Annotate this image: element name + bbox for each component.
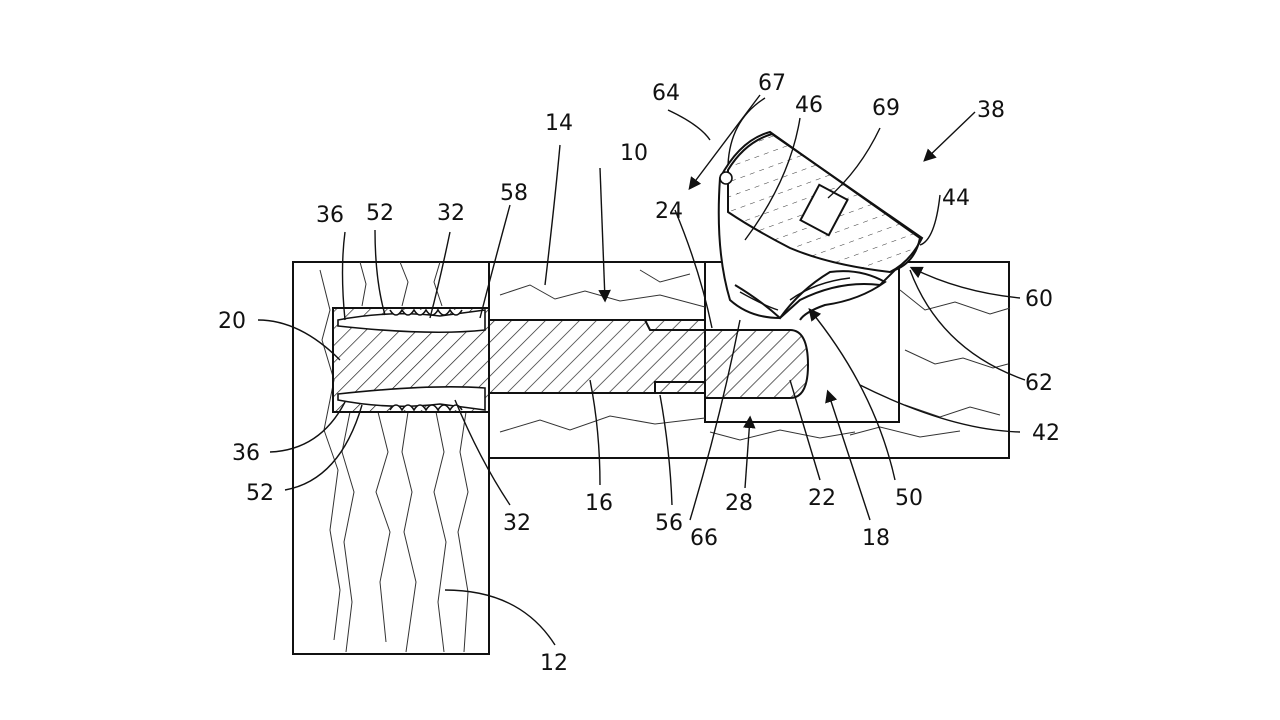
reference-labels: 10 12 14 16 18 20 22 24 28 32 32 36 36 3… bbox=[218, 71, 1060, 676]
label-14: 14 bbox=[545, 111, 573, 136]
label-60: 60 bbox=[1025, 287, 1053, 312]
spring-inner bbox=[739, 277, 851, 311]
label-12: 12 bbox=[540, 651, 568, 676]
label-36a: 36 bbox=[316, 203, 344, 228]
label-64: 64 bbox=[652, 81, 680, 106]
label-22: 22 bbox=[808, 486, 836, 511]
notch-56 bbox=[654, 381, 705, 393]
label-10: 10 bbox=[620, 141, 648, 166]
barbs bbox=[337, 308, 486, 412]
label-46: 46 bbox=[795, 93, 823, 118]
leader-lines bbox=[257, 94, 1026, 646]
label-52a: 52 bbox=[366, 201, 394, 226]
label-36b: 36 bbox=[232, 441, 260, 466]
label-18: 18 bbox=[862, 526, 890, 551]
notch-58 bbox=[644, 319, 705, 331]
label-32a: 32 bbox=[437, 201, 465, 226]
label-44: 44 bbox=[942, 186, 970, 211]
label-56: 56 bbox=[655, 511, 683, 536]
label-50: 50 bbox=[895, 486, 923, 511]
label-24: 24 bbox=[655, 199, 683, 224]
label-66: 66 bbox=[690, 526, 718, 551]
groove-20 bbox=[332, 307, 490, 413]
key-16 bbox=[332, 307, 810, 413]
spring-50 bbox=[734, 270, 887, 321]
knob-67 bbox=[719, 171, 733, 185]
label-69: 69 bbox=[872, 96, 900, 121]
label-28: 28 bbox=[725, 491, 753, 516]
label-67: 67 bbox=[758, 71, 786, 96]
label-42: 42 bbox=[1032, 421, 1060, 446]
label-16: 16 bbox=[585, 491, 613, 516]
label-32b: 32 bbox=[503, 511, 531, 536]
label-52b: 52 bbox=[246, 481, 274, 506]
label-62: 62 bbox=[1025, 371, 1053, 396]
label-58: 58 bbox=[500, 181, 528, 206]
label-20: 20 bbox=[218, 309, 246, 334]
label-38: 38 bbox=[977, 98, 1005, 123]
